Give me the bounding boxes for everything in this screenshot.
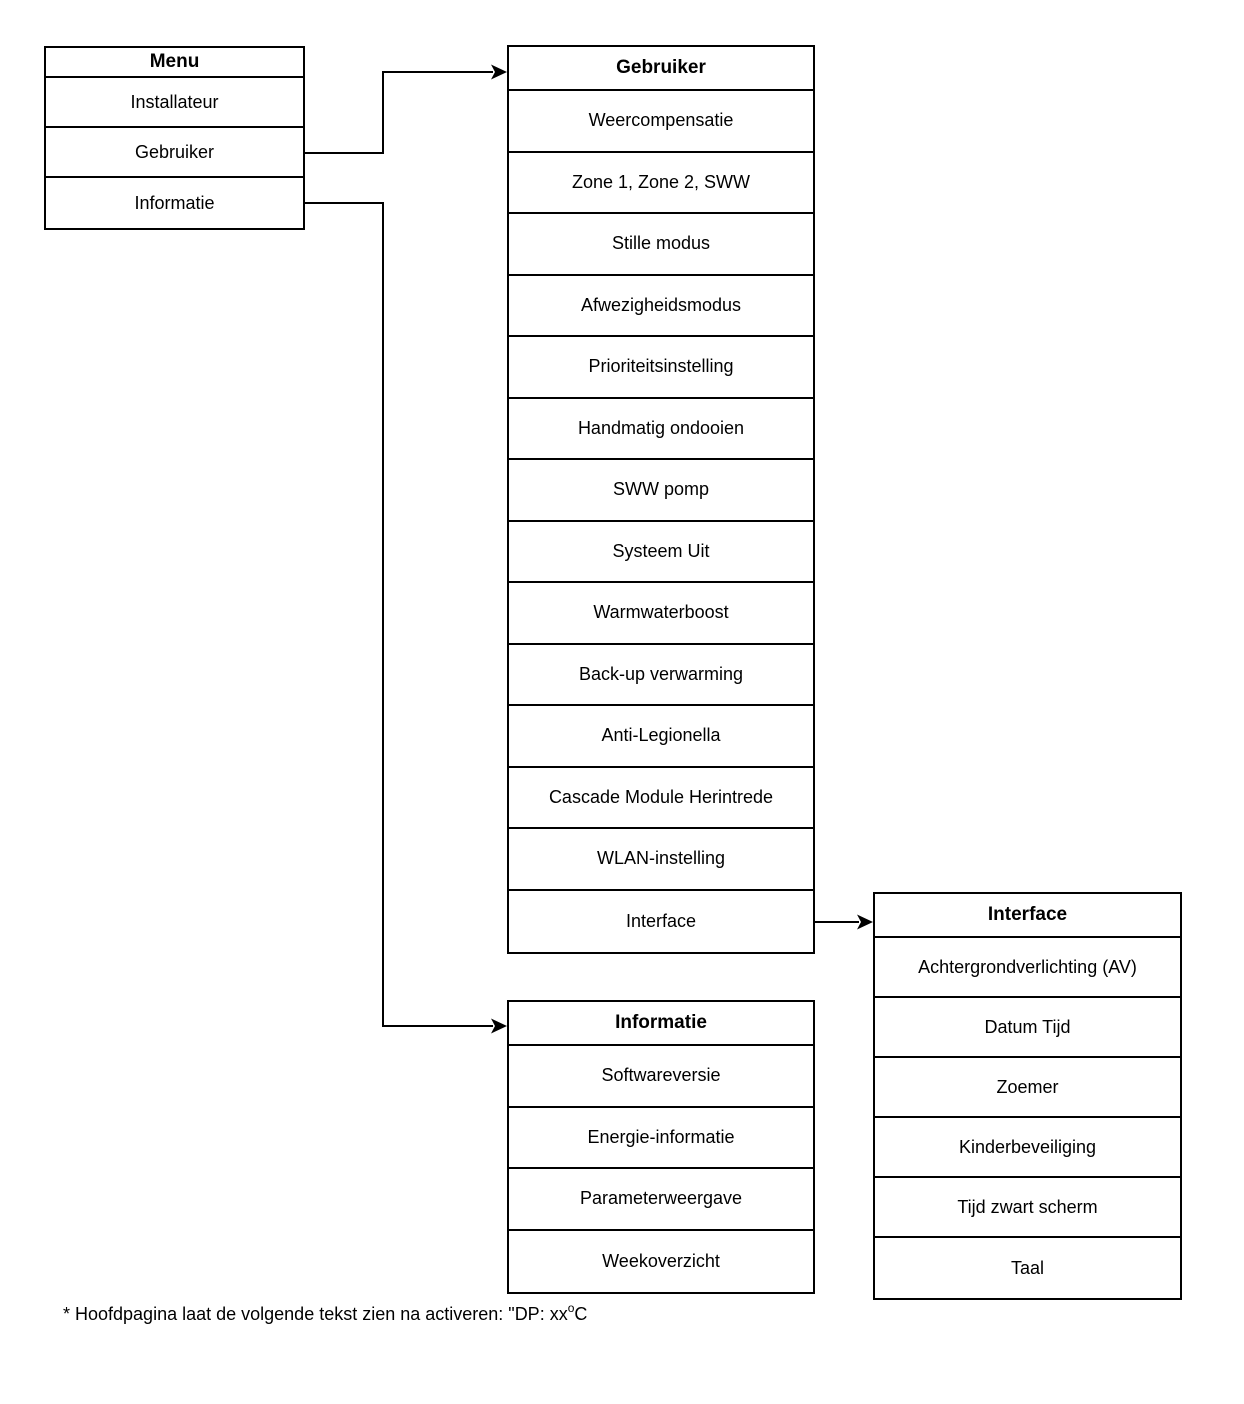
- interface-item-tijd-zwart-scherm: Tijd zwart scherm: [875, 1178, 1180, 1238]
- gebruiker-item-weercompensatie: Weercompensatie: [509, 91, 813, 153]
- footnote: * Hoofdpagina laat de volgende tekst zie…: [63, 1301, 588, 1325]
- gebruiker-item-prioriteitsinstelling: Prioriteitsinstelling: [509, 337, 813, 399]
- gebruiker-item-afwezigheidsmodus: Afwezigheidsmodus: [509, 276, 813, 337]
- gebruiker-item-interface: Interface: [625, 910, 697, 931]
- footnote-text: * Hoofdpagina laat de volgende tekst zie…: [63, 1304, 568, 1324]
- interface-box-title: Interface: [875, 894, 1180, 938]
- gebruiker-item-cascade-module-herintrede: Cascade Module Herintrede: [509, 768, 813, 829]
- gebruiker-item-warmwaterboost: Warmwaterboost: [509, 583, 813, 645]
- gebruiker-item-wlan-instelling: WLAN-instelling: [509, 829, 813, 891]
- gebruiker-item-systeem-uit: Systeem Uit: [509, 522, 813, 583]
- gebruiker-item-handmatig-ondooien: Handmatig ondooien: [509, 399, 813, 460]
- footnote-superscript: o: [567, 1301, 575, 1315]
- menu-item-gebruiker: Gebruiker: [46, 128, 303, 178]
- arrowhead-informatie: [491, 1018, 507, 1034]
- gebruiker-item-back-up-verwarming: Back-up verwarming: [509, 645, 813, 706]
- connector-menu-to-gebruiker: [305, 71, 493, 154]
- arrowhead-gebruiker: [491, 64, 507, 80]
- interface-box: Interface Achtergrondverlichting (AV) Da…: [873, 892, 1182, 1300]
- interface-item-achtergrondverlichting: Achtergrondverlichting (AV): [875, 938, 1180, 998]
- footnote-suffix: C: [574, 1304, 588, 1324]
- menu-item-informatie: Informatie: [134, 192, 215, 213]
- informatie-box: Informatie Softwareversie Energie-inform…: [507, 1000, 815, 1294]
- menu-box-title: Menu: [46, 48, 303, 78]
- gebruiker-box-title: Gebruiker: [509, 47, 813, 91]
- menu-box: Menu Installateur Gebruiker Informatie: [44, 46, 305, 230]
- interface-item-taal: Taal: [1010, 1257, 1045, 1278]
- arrowhead-interface: [857, 914, 873, 930]
- informatie-box-title: Informatie: [509, 1002, 813, 1046]
- gebruiker-item-anti-legionella: Anti-Legionella: [509, 706, 813, 768]
- interface-item-datum-tijd: Datum Tijd: [875, 998, 1180, 1058]
- gebruiker-item-zone-1-zone-2-sww: Zone 1, Zone 2, SWW: [509, 153, 813, 214]
- connector-menu-to-informatie: [305, 202, 493, 1027]
- informatie-item-weekoverzicht: Weekoverzicht: [602, 1250, 720, 1271]
- gebruiker-item-sww-pomp: SWW pomp: [509, 460, 813, 522]
- gebruiker-box: Gebruiker Weercompensatie Zone 1, Zone 2…: [507, 45, 815, 954]
- informatie-item-energie-informatie: Energie-informatie: [509, 1108, 813, 1169]
- menu-item-installateur: Installateur: [46, 78, 303, 128]
- informatie-item-softwareversie: Softwareversie: [509, 1046, 813, 1108]
- gebruiker-item-stille-modus: Stille modus: [509, 214, 813, 276]
- interface-item-zoemer: Zoemer: [875, 1058, 1180, 1118]
- informatie-item-parameterweergave: Parameterweergave: [509, 1169, 813, 1231]
- interface-item-kinderbeveiliging: Kinderbeveiliging: [875, 1118, 1180, 1178]
